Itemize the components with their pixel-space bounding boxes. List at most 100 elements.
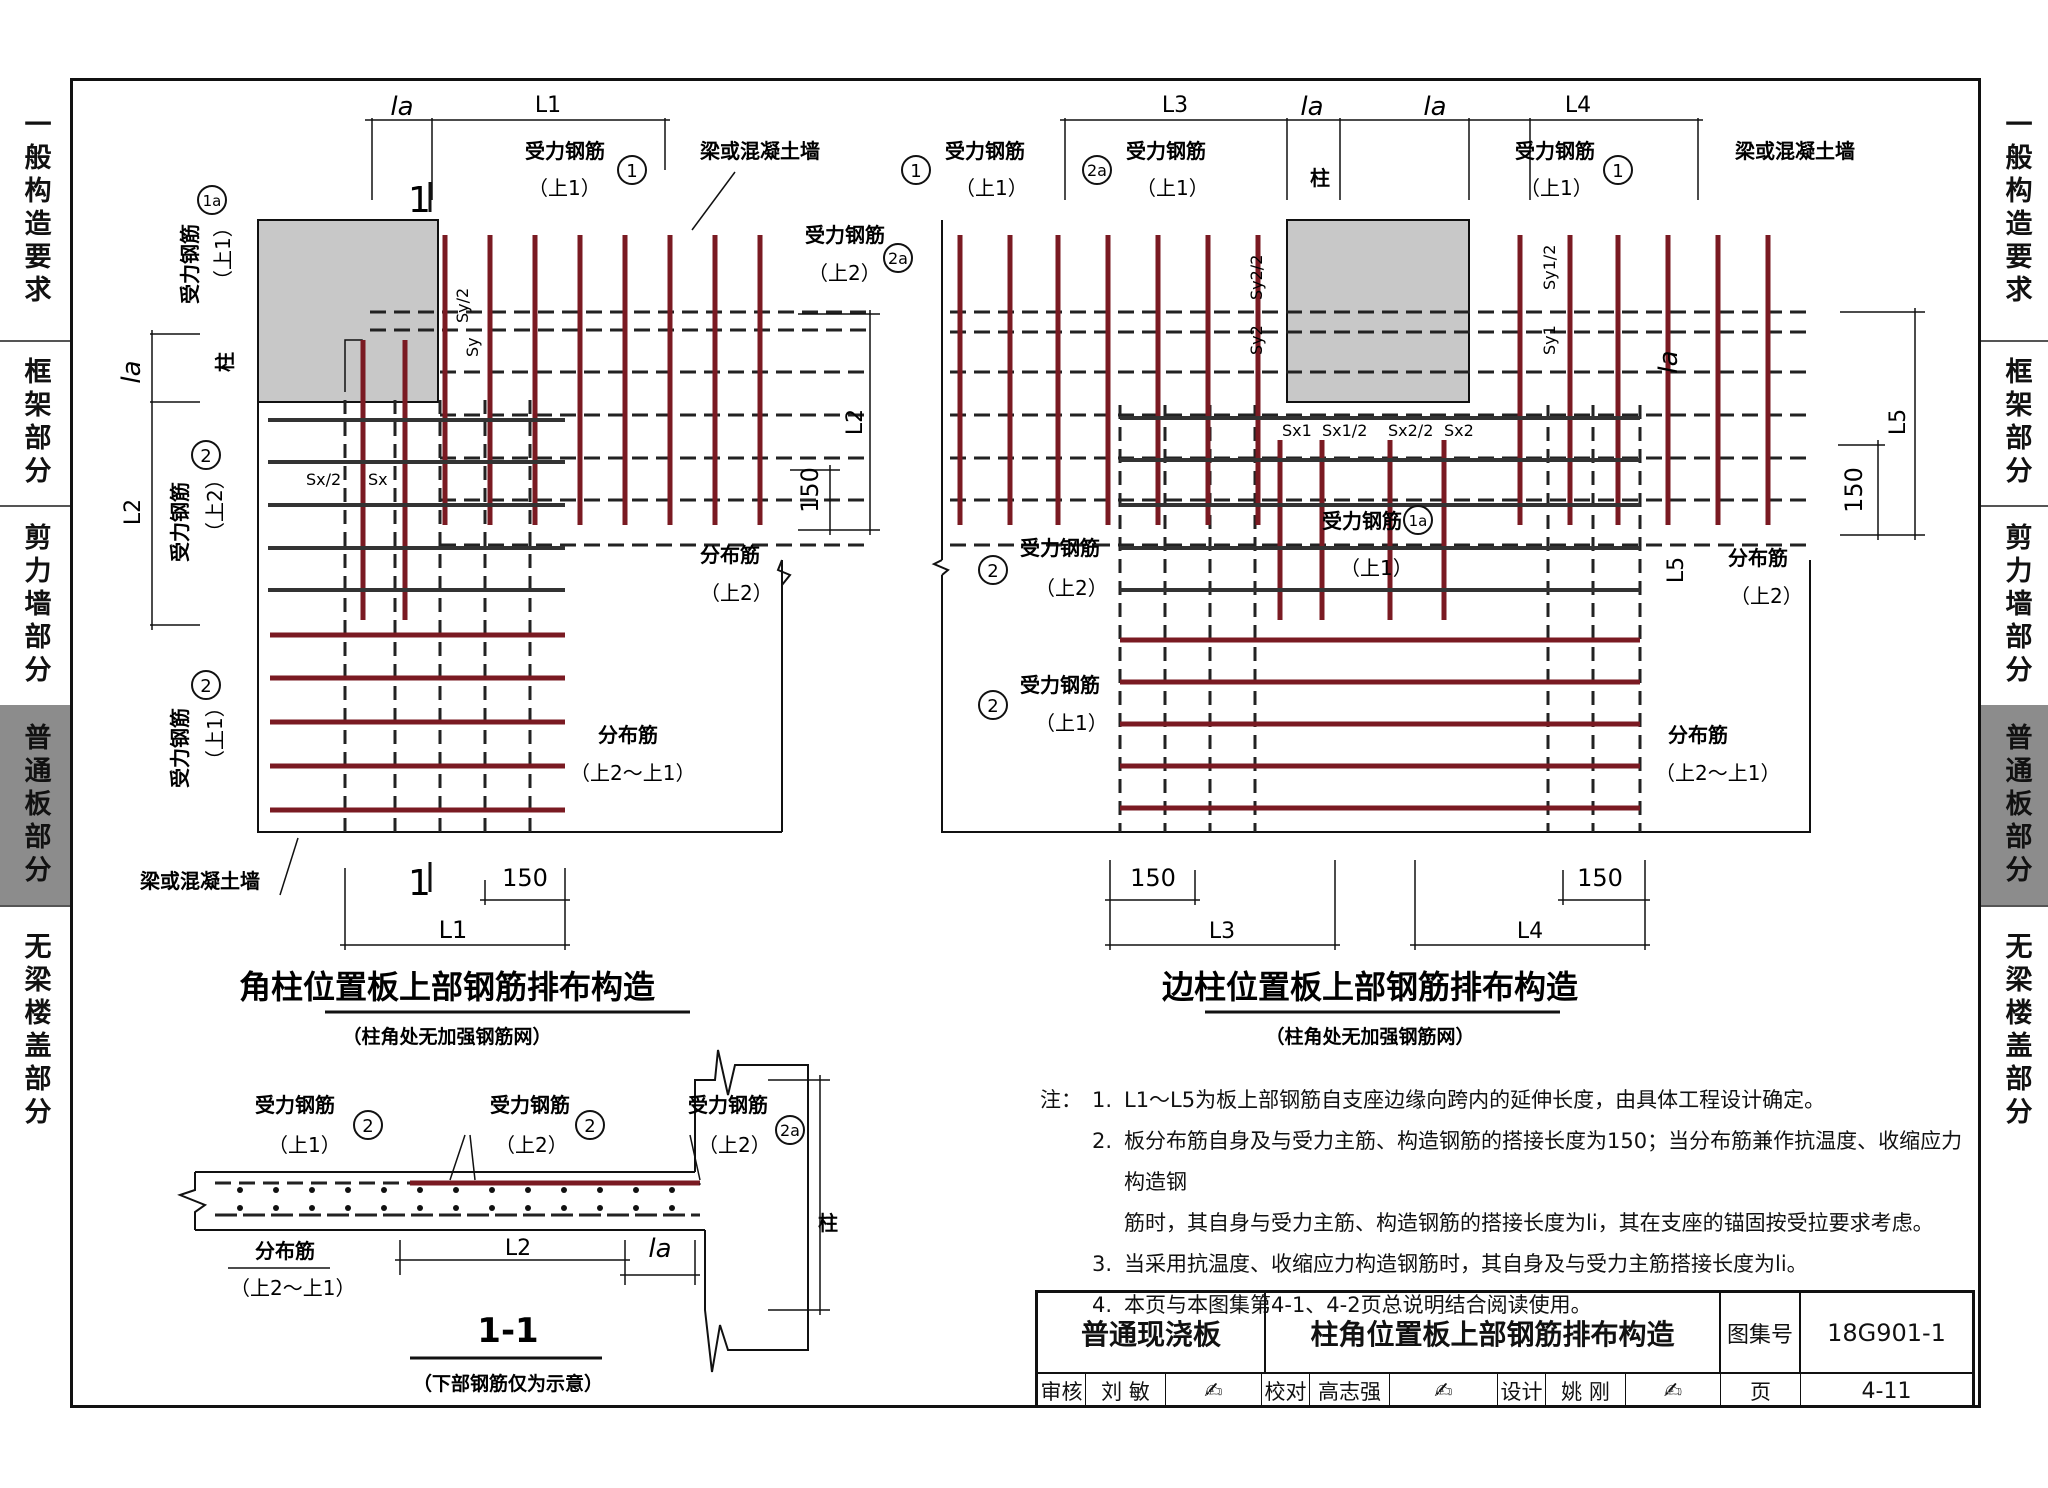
label-r-column: 柱 [1310, 166, 1330, 190]
dim-sy1: Sy1 [1540, 325, 1559, 355]
dim-sx: Sx [368, 470, 388, 489]
tb-designer: 姚 刚 [1546, 1374, 1626, 1408]
section-1-1: 受力钢筋 （上1） 2 受力钢筋 （上2） 2 受力钢筋 （上2） 2a 分布筋… [177, 1049, 838, 1395]
label-dist-up2: （上2） [700, 581, 773, 605]
label-up2-side: （上2） [203, 469, 227, 542]
sec-dim-L2: L2 [505, 1236, 531, 1261]
tab-slab[interactable]: 普通板部分 [0, 705, 70, 907]
tab-shear-wall[interactable]: 剪力墙部分 [0, 505, 70, 707]
section-subtitle: （下部钢筋仅为示意） [413, 1372, 603, 1395]
dim-L5-inner: L5 [1664, 557, 1689, 583]
label-main-bar-2: 受力钢筋 [168, 482, 192, 562]
tb-atlas-no: 18G901-1 [1801, 1293, 1972, 1374]
edge-column-figure: L3 la la L4 L5 150 L5 la 150 L3 150 L4 S… [901, 92, 1925, 1048]
tb-reviewer-signature: ✍ [1166, 1374, 1262, 1408]
dim-L4-bottom: L4 [1517, 919, 1543, 944]
label-up1-lower: （上1） [203, 697, 227, 770]
label-beam-wall-top: 梁或混凝土墙 [699, 139, 820, 163]
dim-sy12: Sy1/2 [1540, 245, 1559, 290]
note-2-cont: 筋时，其自身与受力主筋、构造钢筋的搭接长度为li，其在支座的锚固按受拉要求考虑。 [1124, 1211, 1934, 1235]
label-up1: （上1） [528, 176, 601, 200]
dim-sy2: Sy/2 [453, 288, 472, 323]
callout-1: 1 [626, 161, 637, 182]
label-r-main-2: 受力钢筋 [1020, 536, 1100, 560]
dist-bar-section-dot [633, 1187, 639, 1193]
callout-r2b: 2 [987, 696, 998, 717]
note-2: 2.板分布筋自身及与受力主筋、构造钢筋的搭接长度为150；当分布筋兼作抗温度、收… [1092, 1129, 1963, 1194]
dist-bar-section-dot [237, 1187, 243, 1193]
note-3: 3.当采用抗温度、收缩应力构造钢筋时，其自身及与受力主筋搭接长度为li。 [1092, 1252, 1808, 1276]
callout-r1: 1 [910, 161, 921, 182]
tab-general-right[interactable]: 一般构造要求 [1981, 78, 2048, 342]
label-r-up1-b: （上1） [1136, 176, 1209, 200]
dim-L3-bottom: L3 [1209, 919, 1235, 944]
bottom-bar-section-dot [633, 1205, 639, 1211]
left-figure-title: 角柱位置板上部钢筋排布构造 [239, 968, 655, 1006]
corner-column [257, 219, 439, 403]
bottom-bar-section-dot [525, 1205, 531, 1211]
tb-drawing-title: 柱角位置板上部钢筋排布构造 [1266, 1293, 1721, 1374]
dim-sx22: Sx2/2 [1388, 421, 1433, 440]
tb-checker: 高志强 [1310, 1374, 1390, 1408]
dist-bar-section-dot [417, 1187, 423, 1193]
dist-bar-section-dot [309, 1187, 315, 1193]
tab-general[interactable]: 一般构造要求 [0, 78, 70, 342]
tb-design-label: 设计 [1498, 1374, 1546, 1408]
section-mark-top: 1 [408, 180, 431, 221]
dim-L1-top: L1 [535, 93, 561, 118]
tab-flat-slab[interactable]: 无梁楼盖部分 [19, 932, 51, 1130]
label-main-bar-1: 受力钢筋 [525, 139, 605, 163]
dist-bar-section-dot [273, 1187, 279, 1193]
tab-frame[interactable]: 框架部分 [0, 340, 70, 507]
tb-check-label: 校对 [1262, 1374, 1310, 1408]
dim-150-bottom: 150 [502, 864, 548, 892]
dist-bar-section-dot [561, 1187, 567, 1193]
dim-150-b1: 150 [1130, 864, 1176, 892]
tb-checker-signature: ✍ [1390, 1374, 1498, 1408]
tb-review-label: 审核 [1038, 1374, 1086, 1408]
label-r-dist-up2-up1: （上2～上1） [1655, 761, 1780, 785]
label-main-bar-1a: 受力钢筋 [178, 224, 202, 304]
callout-r2a: 2a [1087, 161, 1107, 180]
label-main-bar-2a: 受力钢筋 [805, 223, 885, 247]
dist-bar-section-dot [525, 1187, 531, 1193]
bottom-bar-section-dot [489, 1205, 495, 1211]
label-up1-side: （上1） [211, 217, 235, 290]
tab-frame-right[interactable]: 框架部分 [1981, 340, 2048, 507]
dim-L5-right: L5 [1886, 409, 1911, 435]
label-r-up2: （上2） [1035, 576, 1108, 600]
right-chapter-tabs: 一般构造要求 框架部分 剪力墙部分 普通板部分 无梁楼盖部分 [1978, 78, 2048, 1408]
tb-reviewer: 刘 敏 [1086, 1374, 1166, 1408]
right-figure-title: 边柱位置板上部钢筋排布构造 [1162, 968, 1578, 1006]
dist-bar-section-dot [597, 1187, 603, 1193]
dim-sy2r: Sy2 [1247, 325, 1266, 355]
label-r-dist-up2: （上2） [1730, 584, 1803, 608]
label-r-up1: （上1） [955, 176, 1028, 200]
sec-label-up1: （上1） [268, 1133, 341, 1157]
label-r-dist-2: 分布筋 [1668, 723, 1728, 747]
left-chapter-tabs: 一般构造要求 框架部分 剪力墙部分 普通板部分 无梁楼盖部分 [0, 78, 73, 1408]
tab-slab-right[interactable]: 普通板部分 [1981, 705, 2048, 907]
bottom-bar-section-dot [273, 1205, 279, 1211]
bottom-bar-section-dot [453, 1205, 459, 1211]
dim-150-left: 150 [796, 467, 824, 513]
bottom-bar-section-dot [345, 1205, 351, 1211]
label-main-bar-2-lower: 受力钢筋 [168, 708, 192, 788]
dim-L2-left: L2 [121, 499, 146, 525]
tab-flat-slab-right[interactable]: 无梁楼盖部分 [2000, 932, 2032, 1130]
dim-L1-bottom: L1 [439, 916, 468, 944]
notes: 注：1.L1～L5为板上部钢筋自支座边缘向跨内的延伸长度，由具体工程设计确定。 … [1040, 1080, 1970, 1326]
left-figure-subtitle: （柱角处无加强钢筋网） [342, 1025, 551, 1048]
bottom-bar-section-dot [381, 1205, 387, 1211]
callout-r1a: 1a [1409, 512, 1428, 530]
callout-2a: 2a [888, 249, 908, 268]
label-r-main-2b: 受力钢筋 [1020, 673, 1100, 697]
dim-sy: Sy [463, 337, 482, 357]
label-dist-bar: 分布筋 [700, 543, 760, 567]
label-beam-wall-bottom: 梁或混凝土墙 [139, 869, 260, 893]
dim-la-side: la [117, 360, 147, 383]
label-r-dist: 分布筋 [1728, 546, 1788, 570]
dist-bar-section-dot [453, 1187, 459, 1193]
section-title: 1-1 [477, 1311, 538, 1351]
dim-L4-top: L4 [1565, 93, 1591, 118]
